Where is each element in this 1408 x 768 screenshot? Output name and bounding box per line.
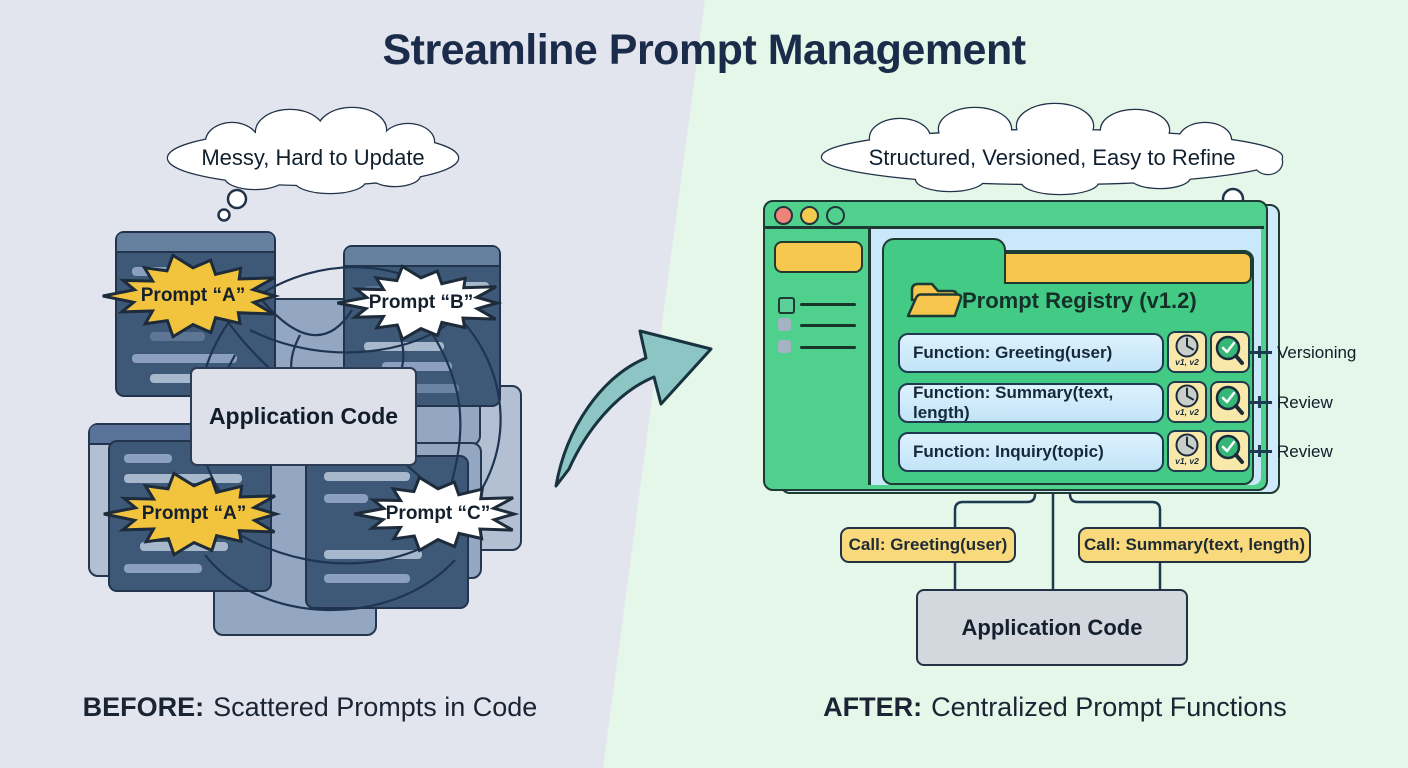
code-panel-titlebar <box>117 233 274 253</box>
sidebar-list-bullet <box>778 340 791 353</box>
before-caption-text: Scattered Prompts in Code <box>213 692 538 722</box>
magnifier-check-icon <box>1215 434 1244 464</box>
before-caption-label: BEFORE: <box>82 692 205 722</box>
version-tags: v1, v2 <box>1175 456 1199 466</box>
folder-tab <box>882 238 1006 284</box>
sidebar-divider <box>868 229 871 485</box>
application-code-box-after: Application Code <box>916 589 1188 666</box>
annotation-review-2: Review <box>1277 442 1333 461</box>
versioning-button[interactable]: v1, v2 <box>1167 430 1207 472</box>
prompt-a2-label: Prompt “A” <box>141 503 247 524</box>
before-thought-text: Messy, Hard to Update <box>201 145 425 170</box>
after-caption: AFTER: Centralized Prompt Functions <box>800 692 1310 723</box>
function-label: Function: Greeting(user) <box>913 343 1113 362</box>
window-maximize-button[interactable] <box>826 206 845 225</box>
sidebar-checkbox[interactable] <box>778 297 795 314</box>
window-minimize-button[interactable] <box>800 206 819 225</box>
call-summary-box: Call: Summary(text, length) <box>1078 527 1311 563</box>
window-controls <box>774 206 845 225</box>
sidebar-list-bullet <box>778 318 791 331</box>
function-row-summary[interactable]: Function: Summary(text, length) <box>898 383 1164 423</box>
review-button[interactable] <box>1210 331 1250 373</box>
prompt-c-label: Prompt “C” <box>385 503 491 524</box>
review-button[interactable] <box>1210 381 1250 423</box>
window-header-divider <box>763 226 1264 229</box>
before-caption: BEFORE: Scattered Prompts in Code <box>40 692 580 723</box>
magnifier-check-icon <box>1215 385 1244 415</box>
prompt-b-label: Prompt “B” <box>368 292 474 313</box>
folder-tab-strip <box>995 252 1252 284</box>
code-panel-titlebar <box>345 247 499 267</box>
registry-title: Prompt Registry (v1.2) <box>962 288 1197 313</box>
page-title: Streamline Prompt Management <box>382 26 1026 74</box>
clock-icon <box>1175 334 1199 358</box>
sidebar-button[interactable] <box>774 241 863 273</box>
application-code-box-before: Application Code <box>190 367 417 466</box>
review-button[interactable] <box>1210 430 1250 472</box>
call-greeting-box: Call: Greeting(user) <box>840 527 1016 563</box>
annotation-versioning: Versioning <box>1277 343 1357 362</box>
magnifier-check-icon <box>1215 335 1244 365</box>
version-tags: v1, v2 <box>1175 357 1199 367</box>
version-tags: v1, v2 <box>1175 407 1199 417</box>
after-caption-label: AFTER: <box>823 692 923 722</box>
after-thought-text: Structured, Versioned, Easy to Refine <box>868 145 1236 170</box>
function-row-inquiry[interactable]: Function: Inquiry(topic) <box>898 432 1164 472</box>
versioning-button[interactable]: v1, v2 <box>1167 331 1207 373</box>
sidebar <box>763 228 868 485</box>
window-close-button[interactable] <box>774 206 793 225</box>
versioning-button[interactable]: v1, v2 <box>1167 381 1207 423</box>
function-label: Function: Summary(text, length) <box>913 383 1114 422</box>
prompt-a-label: Prompt “A” <box>140 285 246 306</box>
annotation-review-1: Review <box>1277 393 1333 412</box>
after-caption-text: Centralized Prompt Functions <box>931 692 1287 722</box>
clock-icon <box>1175 433 1199 457</box>
function-label: Function: Inquiry(topic) <box>913 442 1104 461</box>
function-row-greeting[interactable]: Function: Greeting(user) <box>898 333 1164 373</box>
clock-icon <box>1175 384 1199 408</box>
